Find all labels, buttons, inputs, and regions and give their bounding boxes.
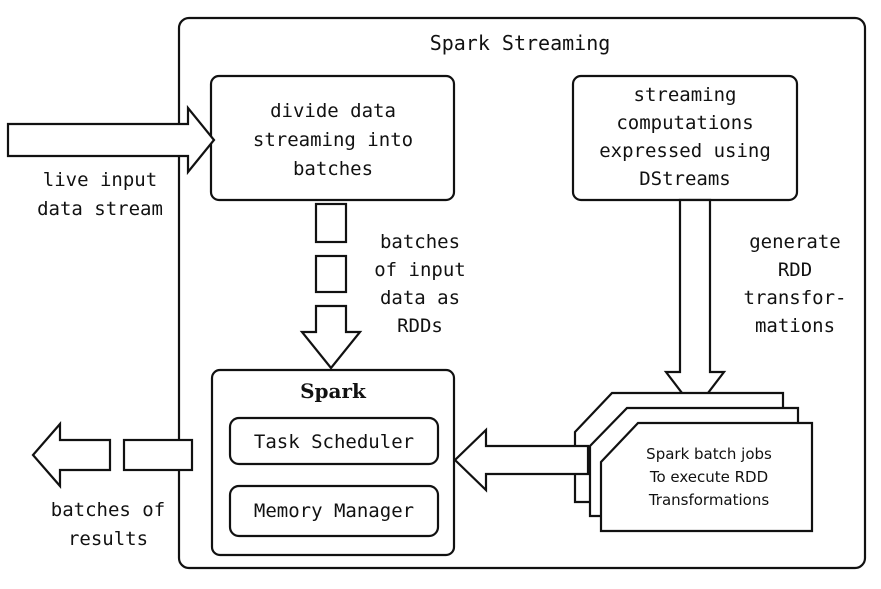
task-scheduler-box: [228, 416, 440, 466]
jobs-line-1: Spark batch jobs: [646, 445, 772, 463]
spark-streaming-title: Spark Streaming: [430, 31, 611, 55]
results-line-2: results: [68, 528, 148, 550]
generate-rdd-line-4: mations: [755, 315, 835, 337]
divide-box-line-2: streaming into: [253, 129, 413, 151]
divide-box-line-1: divide data: [270, 100, 396, 122]
results-line-1: batches of: [51, 499, 165, 521]
computations-line-1: streaming: [634, 84, 737, 106]
batches-input-line-4: RDDs: [397, 315, 443, 337]
live-input-line-2: data stream: [37, 198, 163, 220]
batches-down-arrowhead: [299, 304, 363, 370]
generate-rdd-arrow: [663, 198, 727, 412]
divide-box-line-3: batches: [293, 158, 373, 180]
results-segment: [122, 438, 194, 472]
generate-rdd-line-3: transfor-: [744, 287, 847, 309]
batches-input-line-3: data as: [380, 287, 460, 309]
jobs-line-2: To execute RDD: [649, 468, 768, 486]
memory-manager-box: [228, 484, 440, 538]
generate-rdd-line-1: generate: [749, 231, 841, 253]
jobs-line-3: Transformations: [648, 491, 770, 509]
generate-rdd-line-2: RDD: [778, 259, 812, 281]
live-input-arrow: [6, 104, 216, 176]
batch-segment-2: [314, 254, 348, 294]
task-scheduler-label: Task Scheduler: [254, 431, 414, 453]
batch-segment-1: [314, 202, 348, 244]
computations-line-2: computations: [616, 112, 753, 134]
live-input-line-1: live input: [43, 169, 157, 191]
results-arrowhead: [31, 421, 112, 489]
computations-line-4: DStreams: [639, 168, 731, 190]
computations-line-3: expressed using: [599, 140, 771, 162]
job-card-front: [599, 421, 814, 533]
batches-input-line-2: of input: [374, 259, 466, 281]
spark-title: Spark: [300, 379, 367, 403]
jobs-to-spark-arrow: [453, 427, 590, 493]
memory-manager-label: Memory Manager: [254, 500, 414, 522]
batches-input-line-1: batches: [380, 231, 460, 253]
